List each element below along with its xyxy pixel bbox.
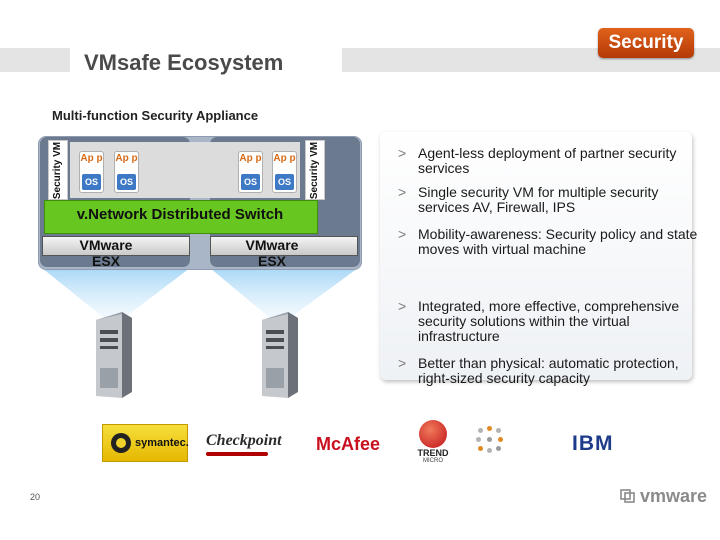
vm-strip [70, 142, 300, 198]
page-title: VMsafe Ecosystem [84, 50, 284, 75]
dot-cluster-logo [476, 426, 506, 456]
bullet-text: Mobility-awareness: Security policy and … [418, 226, 698, 257]
ibm-logo: IBM [572, 432, 614, 455]
bullet-item: > Single security VM for multiple securi… [398, 185, 698, 215]
bullet-item: > Agent-less deployment of partner secur… [398, 146, 698, 176]
vmware-mark-icon [620, 489, 635, 503]
beam-right [210, 268, 358, 318]
security-vm-label: Security VM [309, 141, 321, 199]
symantec-wordmark: symantec. [135, 437, 189, 449]
app-label: Ap p [115, 153, 138, 164]
bullet-text: Better than physical: automatic protecti… [418, 355, 679, 386]
symantec-logo: symantec. [102, 424, 189, 462]
os-label: OS [117, 174, 136, 190]
app-vm: Ap p OS [114, 151, 139, 193]
bullet-item: > Better than physical: automatic protec… [398, 356, 698, 386]
slide-number: 20 [30, 492, 41, 502]
security-vm-label: Security VM [52, 141, 64, 199]
vmware-logo: vmware [620, 486, 707, 507]
trend-ball-icon [419, 420, 447, 448]
diagram-subtitle: Multi-function Security Appliance [52, 108, 259, 123]
security-vm-right: Security VM [305, 140, 325, 200]
esx-label-left: VMware ESX [79, 237, 133, 269]
bullet-text: Integrated, more effective, comprehensiv… [418, 298, 680, 344]
esx-label-right: VMware ESX [245, 237, 299, 269]
esx-bar-right [210, 236, 358, 256]
bullet-marker: > [398, 226, 407, 242]
bullet-panel [380, 132, 692, 380]
app-label: Ap p [80, 153, 103, 164]
os-label: OS [82, 174, 101, 190]
bullet-marker: > [398, 298, 407, 314]
symantec-mark-icon [111, 433, 131, 453]
checkpoint-swoosh-icon [206, 452, 268, 456]
os-label: OS [241, 174, 260, 190]
security-vm-left: Security VM [48, 140, 68, 200]
bullet-marker: > [398, 355, 407, 371]
header-title-background [70, 48, 342, 72]
vmware-wordmark: vmware [640, 486, 708, 506]
bullet-marker: > [398, 145, 407, 161]
app-vm: Ap p OS [79, 151, 104, 193]
bullet-marker: > [398, 184, 407, 200]
mcafee-logo: McAfee [316, 434, 381, 454]
os-label: OS [275, 174, 294, 190]
esx-bar-left [42, 236, 190, 256]
app-vm: Ap p OS [238, 151, 263, 193]
server-icon [96, 312, 132, 398]
bullet-item: > Mobility-awareness: Security policy an… [398, 227, 698, 257]
bullet-item: > Integrated, more effective, comprehens… [398, 299, 698, 344]
app-vm: Ap p OS [272, 151, 297, 193]
app-label: Ap p [273, 153, 296, 164]
checkpoint-logo: Checkpoint [206, 432, 282, 449]
trend-micro-logo: TREND MICRO [413, 420, 453, 464]
vswitch-label: v.Network Distributed Switch [76, 206, 284, 223]
trend-subtext: MICRO [423, 458, 443, 464]
beam-left [42, 268, 190, 318]
app-label: Ap p [239, 153, 262, 164]
bullet-text: Agent-less deployment of partner securit… [418, 145, 677, 176]
bullet-text: Single security VM for multiple security… [418, 184, 659, 215]
trend-wordmark: TREND [417, 448, 449, 458]
section-badge: Security [598, 28, 694, 58]
server-icon [262, 312, 298, 398]
vswitch-bar [44, 200, 318, 234]
